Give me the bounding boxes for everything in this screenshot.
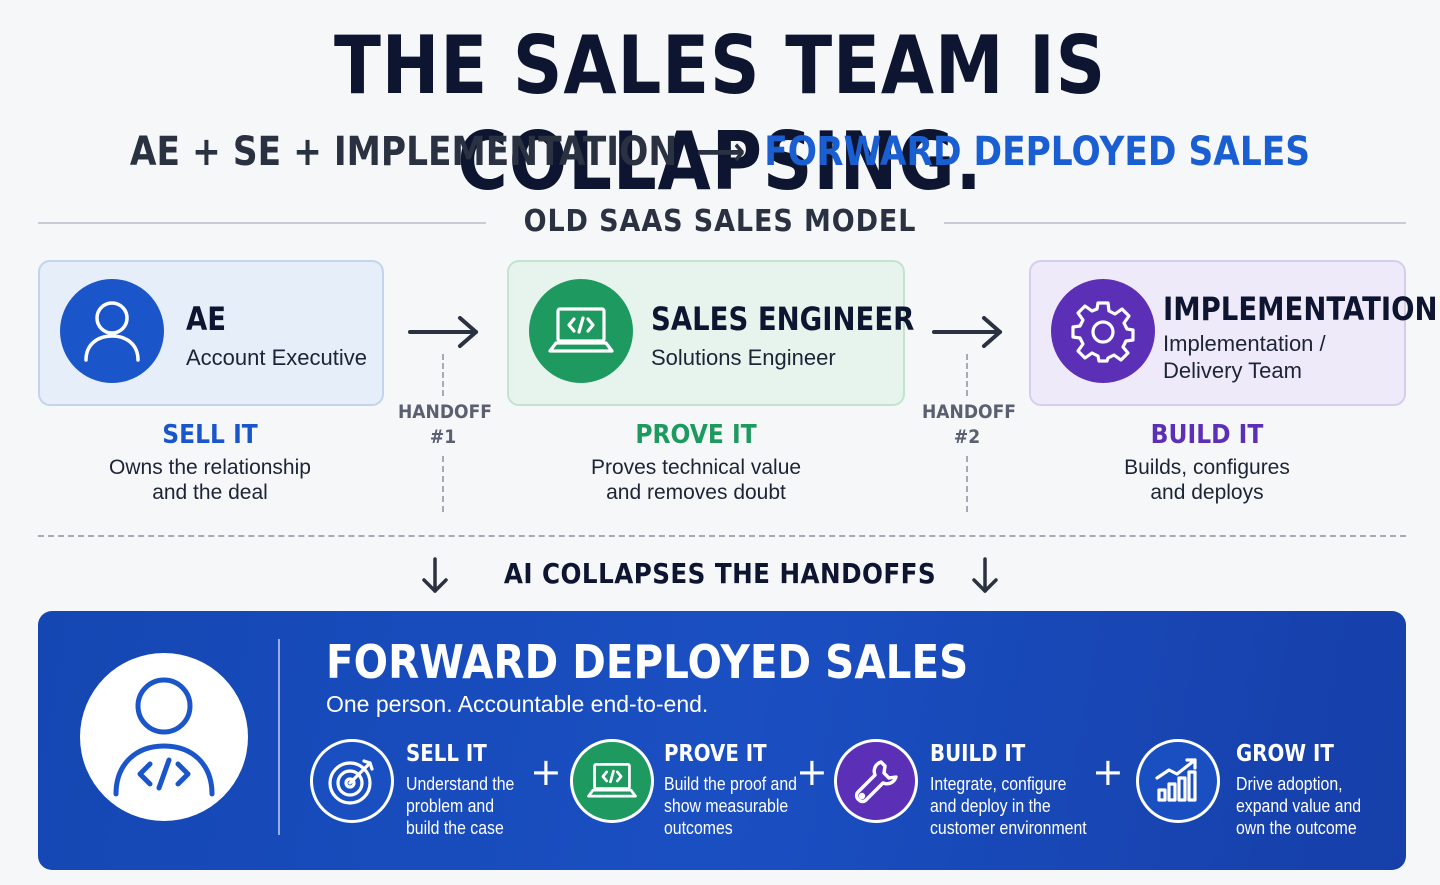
role-card-implementation: IMPLEMENTATION Implementation / Delivery… (1029, 260, 1438, 406)
role-subtitle: Account Executive (186, 345, 367, 370)
desc-line: problem and (406, 796, 495, 816)
fds-title: FORWARD DEPLOYED SALES (326, 635, 969, 689)
fds-subtitle: One person. Accountable end-to-end. (326, 691, 709, 717)
handoff-number: #2 (953, 426, 981, 448)
handoff-text: HANDOFF (398, 401, 492, 423)
section-divider-left (38, 222, 486, 224)
desc-line: customer environment (930, 818, 1087, 838)
step-description: Integrate, configure and deploy in the c… (930, 773, 1097, 839)
role-subtitle-line1: Implementation / (1163, 331, 1326, 356)
handoff-dashed-line (966, 354, 968, 396)
role-verb-build: BUILD IT (1150, 420, 1264, 450)
desc-line: and deploy in the (930, 796, 1051, 816)
role-subtitle: Solutions Engineer (651, 345, 836, 370)
desc-line: Integrate, configure (930, 774, 1067, 794)
handoff-label-1: HANDOFF #1 (398, 400, 492, 450)
desc-line: Owns the relationship (109, 456, 311, 479)
step-title: PROVE IT (664, 741, 767, 767)
step-description: Drive adoption, expand value and own the… (1236, 773, 1386, 839)
step-title: GROW IT (1236, 741, 1334, 767)
role-description: Builds, configures and deploys (1037, 455, 1377, 505)
subtitle-arrow: ⟶ (696, 129, 746, 175)
laptop-code-icon (529, 279, 633, 383)
desc-line: Understand the (406, 774, 515, 794)
subtitle-new-model: FORWARD DEPLOYED SALES (764, 129, 1311, 175)
desc-line: Build the proof and (664, 774, 797, 794)
step-description: Understand the problem and build the cas… (406, 773, 556, 839)
handoff-label-2: HANDOFF #2 (922, 400, 1016, 450)
step-title: SELL IT (406, 741, 487, 767)
user-code-icon (80, 653, 248, 821)
collapse-divider (38, 535, 1406, 537)
role-verb-sell: SELL IT (162, 420, 258, 450)
role-card-sales-engineer: SALES ENGINEER Solutions Engineer (507, 260, 914, 406)
desc-line: expand value and (1236, 796, 1362, 816)
desc-line: own the outcome (1236, 818, 1357, 838)
arrow-right-icon (930, 312, 1006, 357)
role-name: AE (186, 300, 227, 338)
desc-line: build the case (406, 818, 504, 838)
role-subtitle-line2: Delivery Team (1163, 358, 1302, 383)
arrow-down-icon (970, 556, 1000, 601)
plus-icon: + (530, 750, 562, 794)
role-verb-prove: PROVE IT (635, 420, 757, 450)
section-divider-right (944, 222, 1406, 224)
subtitle-old-roles: AE + SE + IMPLEMENTATION (129, 129, 678, 175)
fds-divider (278, 639, 280, 835)
gear-icon (1051, 279, 1155, 383)
wrench-icon (834, 739, 918, 823)
desc-line: and deploys (1150, 481, 1264, 504)
handoff-number: #1 (429, 426, 457, 448)
role-name: SALES ENGINEER (651, 300, 915, 338)
growth-chart-icon (1136, 739, 1220, 823)
old-model-title: OLD SAAS SALES MODEL (523, 204, 917, 239)
desc-line: outcomes (664, 818, 733, 838)
subtitle: AE + SE + IMPLEMENTATION ⟶ FORWARD DEPLOYE… (101, 126, 1339, 178)
arrow-down-icon (420, 556, 450, 601)
role-description: Proves technical value and removes doubt (526, 455, 866, 505)
laptop-code-icon (570, 739, 654, 823)
desc-line: Proves technical value (590, 456, 802, 479)
plus-icon: + (796, 750, 828, 794)
role-name: IMPLEMENTATION (1163, 290, 1438, 328)
handoff-dashed-line (442, 456, 444, 512)
user-icon (60, 279, 164, 383)
main-title: THE SALES TEAM IS COLLAPSING. (334, 19, 1106, 208)
step-title: BUILD IT (930, 741, 1026, 767)
plus-icon: + (1092, 750, 1124, 794)
handoff-text: HANDOFF (922, 401, 1016, 423)
handoff-dashed-line (966, 456, 968, 512)
arrow-right-icon (406, 312, 482, 357)
handoff-dashed-line (442, 354, 444, 396)
fds-panel: FORWARD DEPLOYED SALES One person. Accou… (38, 611, 1406, 870)
desc-line: show measurable (664, 796, 789, 816)
role-card-ae: AE Account Executive (38, 260, 384, 406)
desc-line: and the deal (152, 481, 268, 504)
target-icon (310, 739, 394, 823)
role-description: Owns the relationship and the deal (40, 455, 380, 505)
desc-line: Builds, configures (1124, 456, 1290, 479)
collapse-label: AI COLLAPSES THE HANDOFFS (503, 557, 937, 590)
step-description: Build the proof and show measurable outc… (664, 773, 814, 839)
desc-line: and removes doubt (606, 481, 786, 504)
desc-line: Drive adoption, (1236, 774, 1343, 794)
